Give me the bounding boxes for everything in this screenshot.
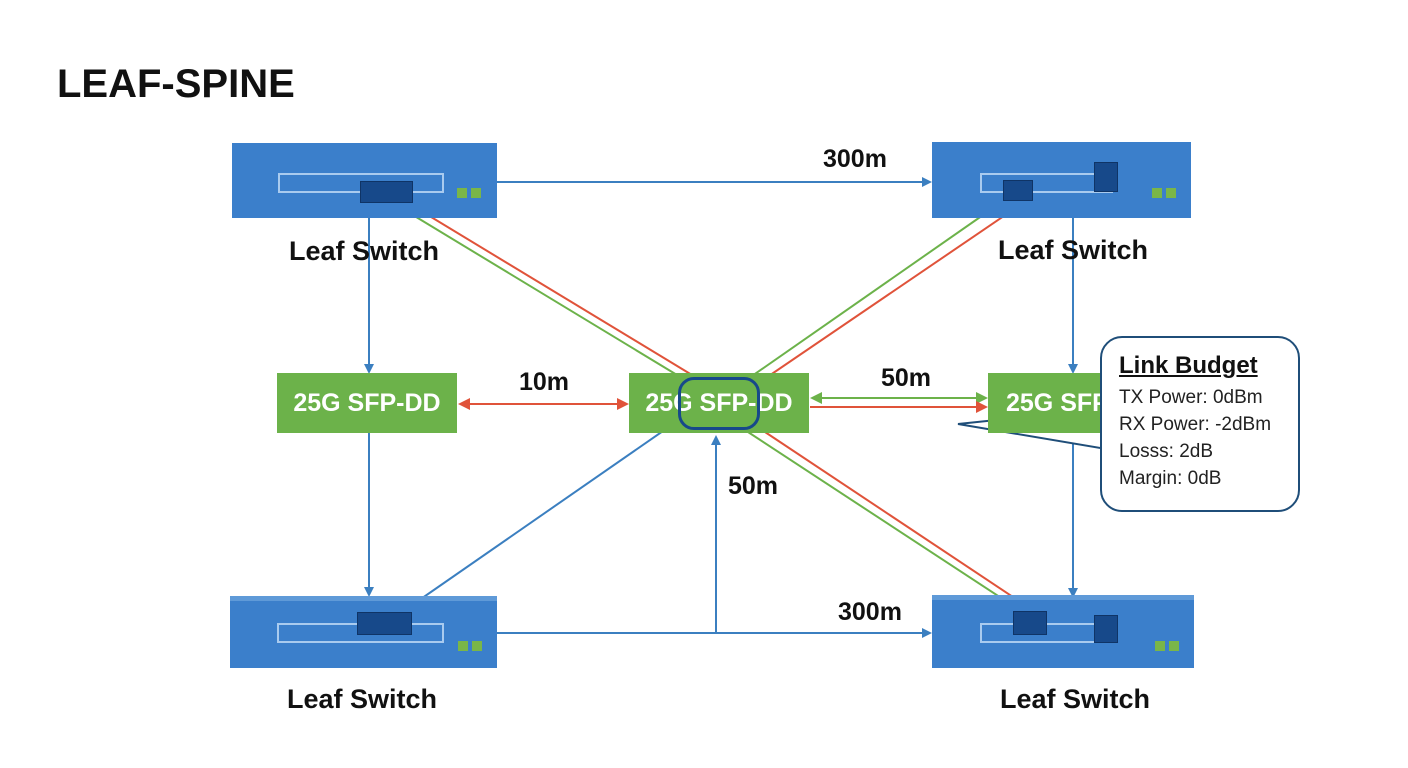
switch-port [1003,180,1033,201]
link-diagonal-br-red [755,425,1029,608]
leaf-switch-top-right [932,142,1191,218]
status-led [1169,641,1179,651]
sfp-module-center: 25G SFP-DD [629,373,809,433]
rx-power-value: RX Power: -2dBm [1119,414,1272,435]
distance-label-left-mid: 10m [519,368,570,396]
status-led [1166,188,1176,198]
distance-label-center-down: 50m [728,472,779,500]
link-diagonal-tr-green [751,205,997,377]
link-budget-callout: Link Budget TX Power: 0dBm RX Power: -2d… [1100,336,1300,512]
distance-label-top: 300m [823,145,887,173]
link-budget-title: Link Budget [1119,352,1258,379]
switch-port [1094,162,1118,192]
status-led [457,188,467,198]
switch-port [1013,611,1047,635]
distance-label-bottom: 300m [838,598,902,626]
leaf-switch-label: Leaf Switch [997,235,1149,265]
leaf-switch-bottom-left [230,596,497,668]
highlight-ring [678,377,760,430]
status-led [472,641,482,651]
loss-value: Losss: 2dB [1119,441,1213,462]
leaf-switch-bottom-right [932,595,1194,668]
link-diagonal-tl-red [407,202,693,376]
switch-port [360,181,413,203]
link-diagonal-tr-red [759,202,1024,383]
diagram-title: LEAF-SPINE [57,62,295,106]
leaf-switch-top-left [232,143,497,218]
link-diagonal-br-green [747,431,1019,610]
leaf-switch-label: Leaf Switch [288,236,440,266]
margin-value: Margin: 0dB [1119,468,1222,489]
leaf-switch-label: Leaf Switch [999,684,1151,714]
link-diagonal-bl [404,421,677,611]
switch-top-stripe [230,596,497,601]
sfp-module-right: 25G SFP [988,373,1108,433]
status-led [458,641,468,651]
sfp-module-left: 25G SFP-DD [277,373,457,433]
status-led [471,188,481,198]
switch-port [1094,615,1118,643]
link-diagonal-tl-green [397,205,683,379]
switch-port [357,612,412,635]
leaf-switch-label: Leaf Switch [286,684,438,714]
status-led [1152,188,1162,198]
status-led [1155,641,1165,651]
tx-power-value: TX Power: 0dBm [1119,387,1263,408]
switch-top-stripe [932,595,1194,600]
distance-label-right-mid: 50m [881,364,932,392]
